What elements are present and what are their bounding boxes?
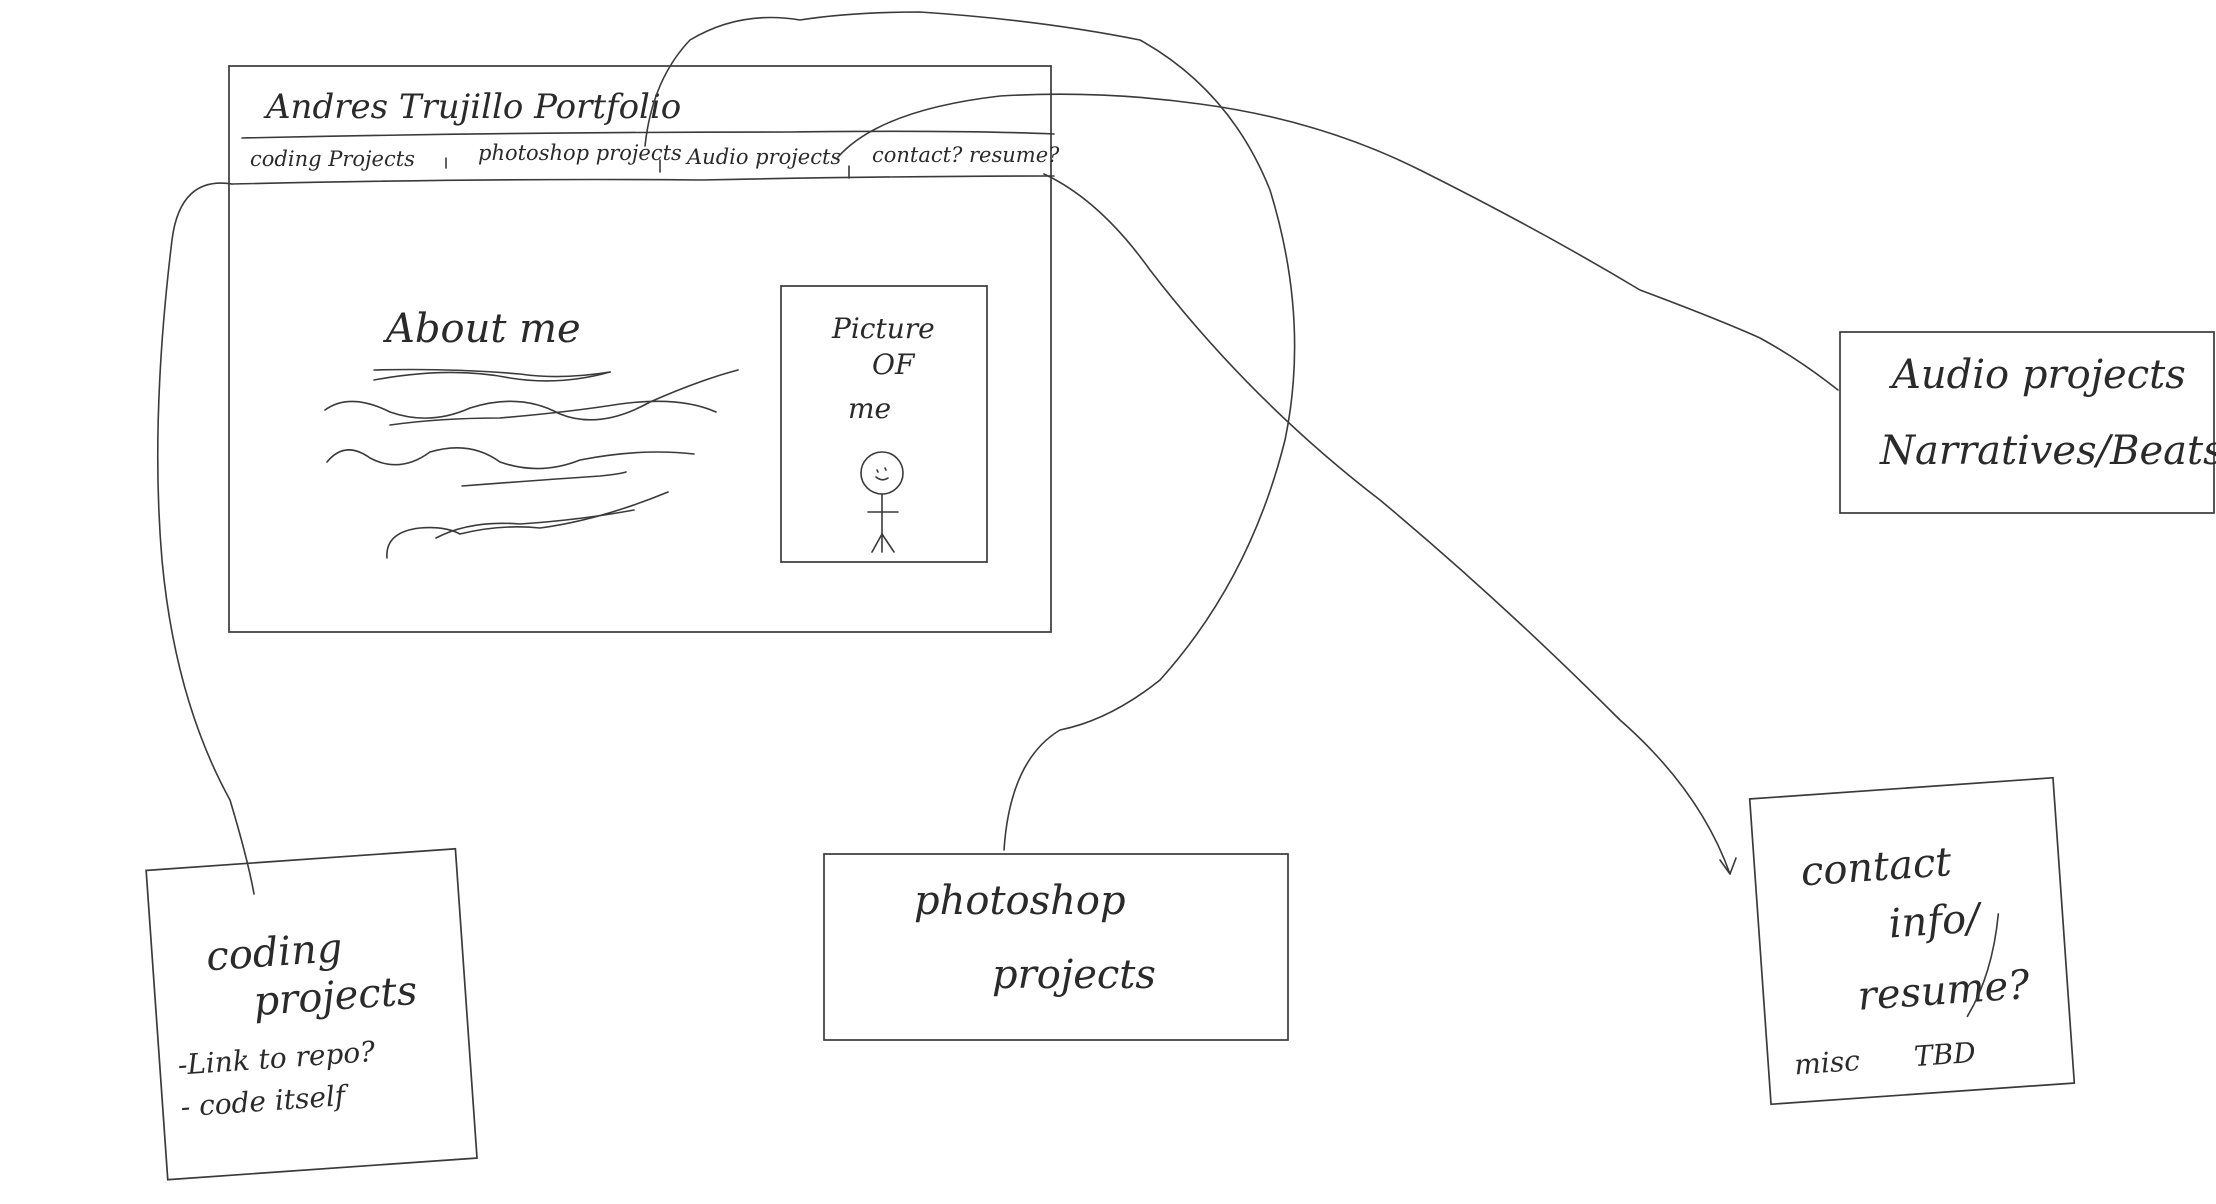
nav-bar-top-line	[241, 130, 1055, 139]
homepage-mockup: Andres Trujillo Portfolio coding Project…	[228, 65, 1060, 633]
site-title: Andres Trujillo Portfolio	[263, 87, 681, 127]
card-audio: Audio projects Narratives/Beats?	[1839, 331, 2216, 514]
card-photoshop-line-2: projects	[992, 952, 1156, 998]
nav-item-coding[interactable]: coding Projects	[250, 147, 415, 171]
nav-item-photoshop[interactable]: photoshop projects	[478, 141, 682, 165]
card-photoshop-frame	[823, 853, 1289, 1041]
profile-picture-placeholder	[780, 285, 988, 563]
browser-frame	[228, 65, 1052, 633]
card-audio-line-1: Audio projects	[1888, 352, 2186, 398]
card-coding-line-3: -Link to repo?	[177, 1035, 377, 1082]
picture-label-line-2: OF	[872, 348, 916, 381]
card-audio-line-2: Narratives/Beats?	[1879, 428, 2216, 474]
picture-label-line-1: Picture	[831, 312, 935, 345]
card-contact-line-4: misc	[1793, 1044, 1861, 1082]
connector-audio	[837, 93, 1839, 391]
connector-coding	[156, 182, 255, 895]
card-coding-line-2: projects	[252, 968, 419, 1025]
nav-item-audio[interactable]: Audio projects	[685, 145, 841, 169]
stick-figure-icon	[860, 451, 904, 553]
card-contact-slash	[1966, 913, 2000, 1018]
card-coding-line-1: coding	[205, 925, 344, 980]
card-coding-frame	[145, 847, 478, 1181]
card-coding: coding projects -Link to repo? - code it…	[145, 847, 478, 1181]
card-photoshop-line-1: photoshop	[914, 878, 1126, 924]
card-photoshop: photoshop projects	[823, 853, 1289, 1041]
picture-label-line-3: me	[848, 392, 891, 425]
card-contact-line-3: resume?	[1856, 962, 2031, 1020]
about-text-placeholder	[324, 368, 739, 559]
card-contact-frame	[1748, 776, 2076, 1106]
nav-bar-bottom-line	[231, 175, 1055, 185]
connectors	[156, 11, 1839, 895]
about-heading: About me	[382, 306, 581, 352]
connector-photoshop	[644, 11, 1296, 851]
card-contact-line-5: TBD	[1913, 1036, 1977, 1073]
arrow-head	[1719, 857, 1737, 875]
card-contact-line-1: contact	[1799, 839, 1953, 895]
card-contact-line-2: info/	[1887, 895, 1984, 947]
nav-item-contact[interactable]: contact? resume?	[872, 143, 1060, 167]
card-audio-frame	[1839, 331, 2215, 514]
card-coding-line-4: - code itself	[180, 1079, 351, 1124]
card-contact: contact info/ resume? misc TBD	[1748, 776, 2076, 1106]
connector-contact	[1043, 173, 1731, 875]
